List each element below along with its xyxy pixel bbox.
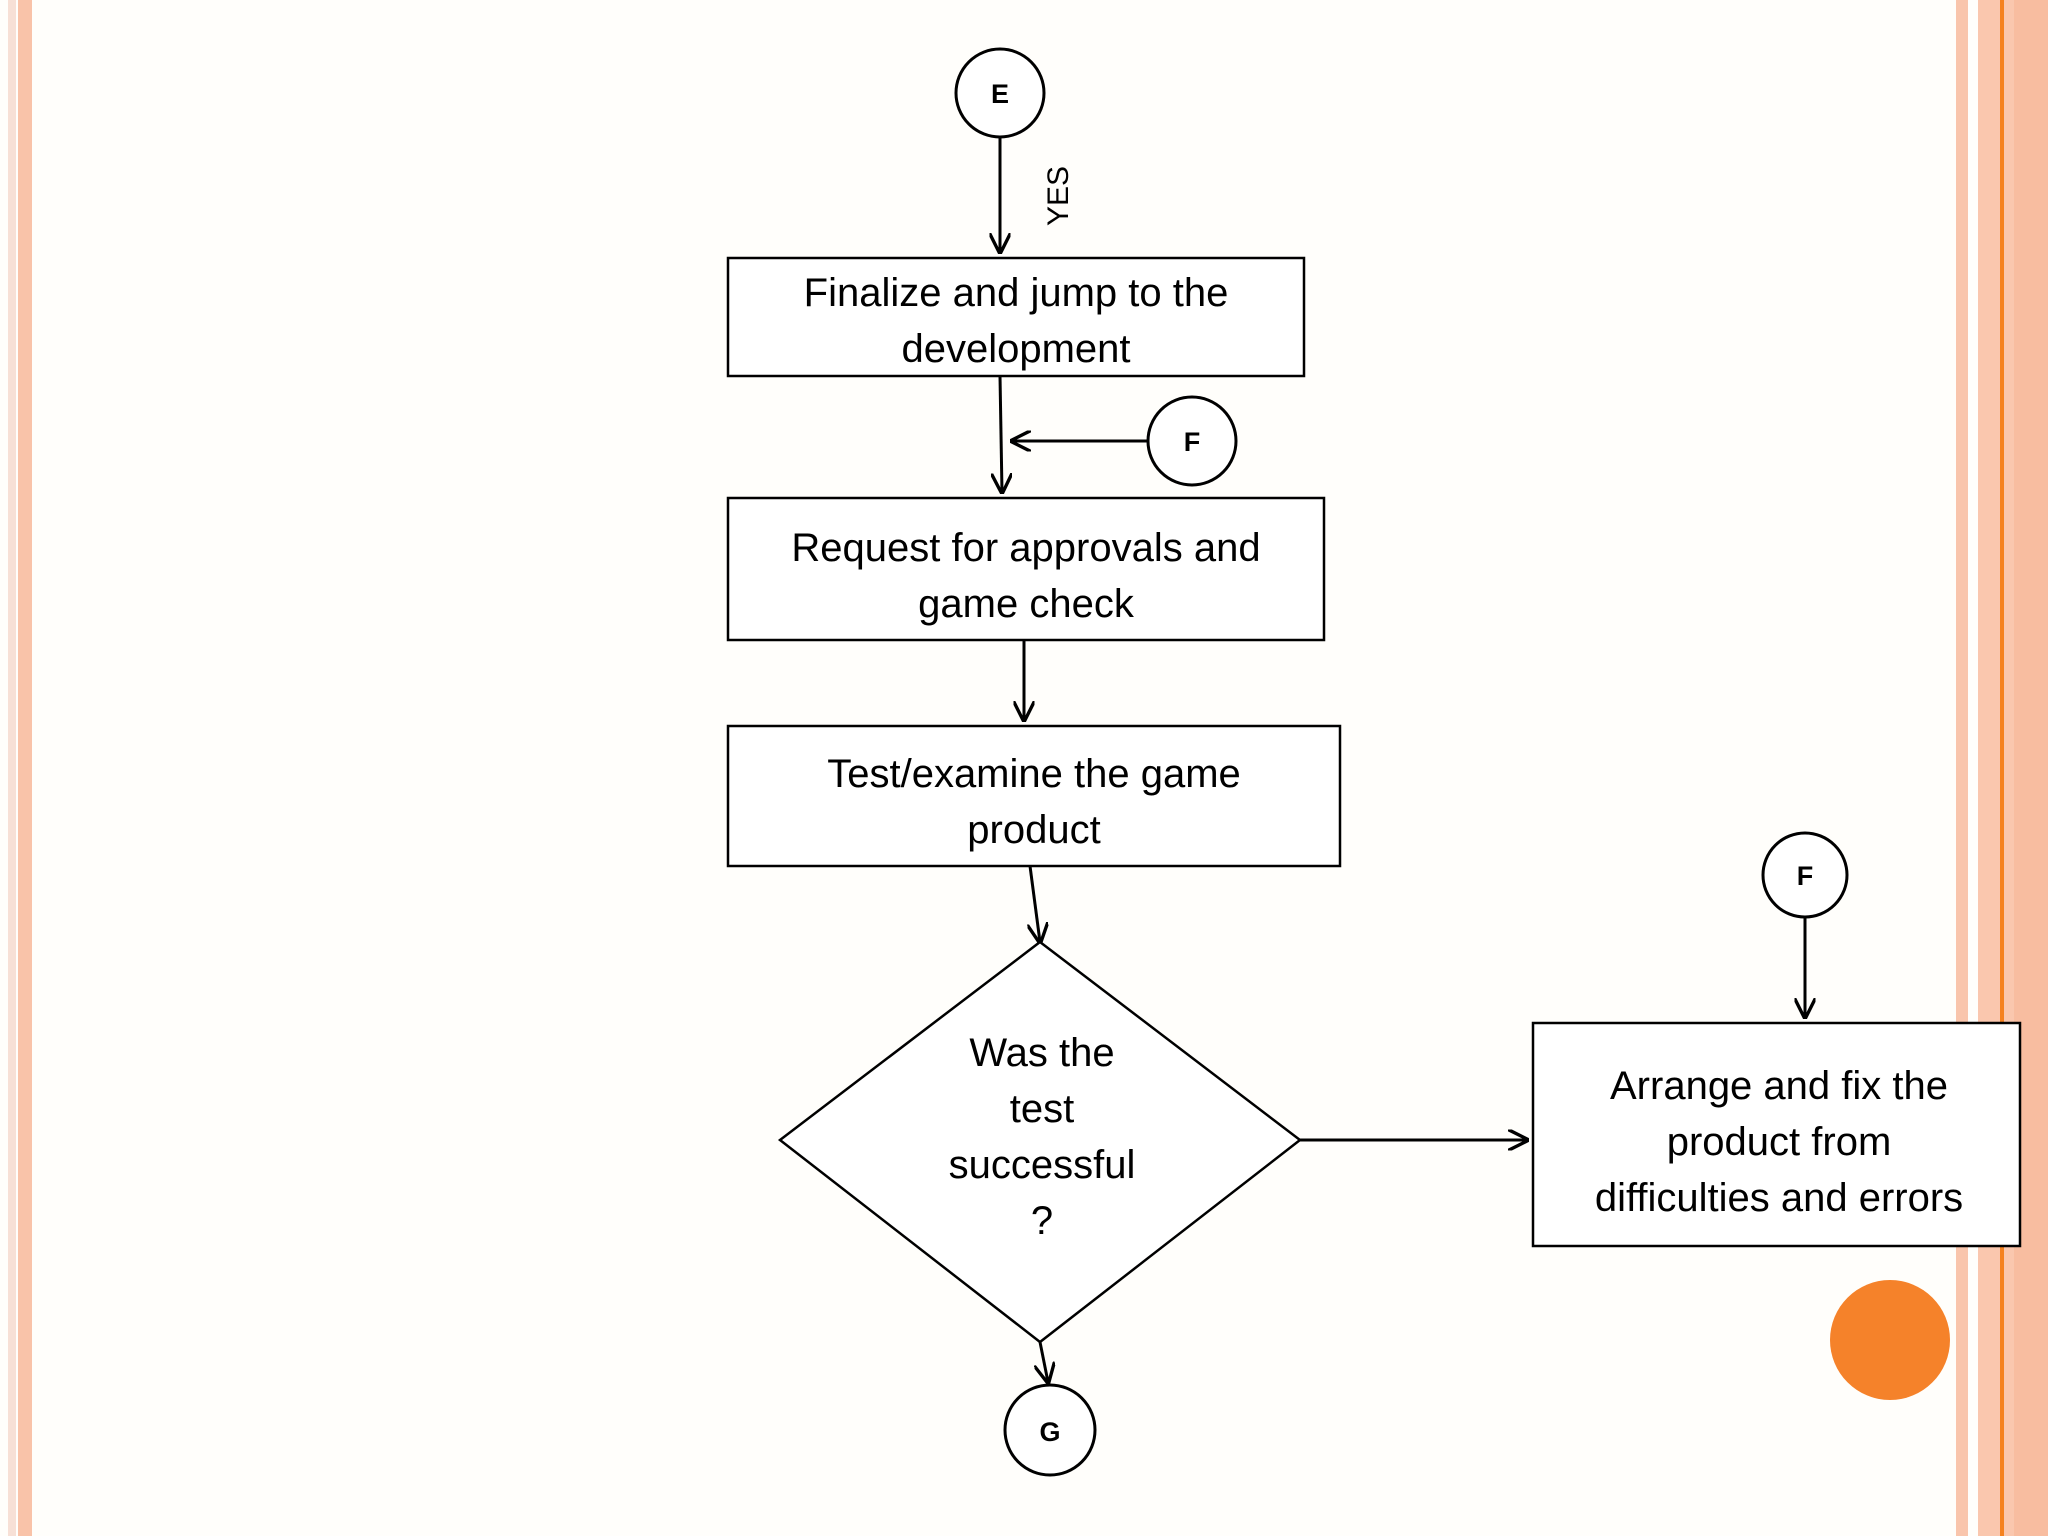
process-node-finalize[interactable]: Finalize and jump to the development [726, 256, 1306, 378]
process-box-approvals[interactable] [726, 496, 1326, 642]
connector-label-g: G [1039, 1417, 1060, 1447]
process-node-fix[interactable]: Arrange and fix the product from difficu… [1531, 1021, 2022, 1248]
connector-circle-g[interactable] [1003, 1383, 1097, 1477]
connector-node-f-right[interactable]: F [1761, 831, 1849, 919]
connector-label-f-upper: F [1184, 427, 1201, 457]
left-stripe-peach [18, 0, 32, 1536]
connector-circle-e[interactable] [954, 47, 1046, 139]
process-label-fix-line1: Arrange and fix the [1610, 1064, 1948, 1108]
process-label-approvals-line1: Request for approvals and [791, 526, 1260, 570]
process-node-test[interactable]: Test/examine the game product [726, 724, 1342, 868]
process-label-test-line2: product [967, 808, 1100, 852]
connector-circle-f-upper[interactable] [1146, 395, 1238, 487]
connector-label-e: E [991, 79, 1009, 109]
right-stripe-orange-line [2000, 0, 2004, 1536]
edge-label-yes: YES [1042, 166, 1075, 226]
decision-label-line3: successful [949, 1143, 1136, 1187]
process-label-approvals-line2: game check [918, 582, 1135, 626]
decision-label-line1: Was the [969, 1031, 1114, 1075]
decision-label-line2: test [1010, 1087, 1074, 1131]
orange-accent-dot [1830, 1280, 1950, 1400]
edge-finalize-to-approvals [1000, 375, 1002, 492]
connector-node-g[interactable]: G [1003, 1383, 1097, 1477]
process-label-fix-line3: difficulties and errors [1595, 1176, 1963, 1220]
decision-node-test-success[interactable]: Was the test successful ? [777, 940, 1303, 1344]
process-label-test-line1: Test/examine the game [827, 752, 1241, 796]
process-box-test[interactable] [726, 724, 1342, 868]
connector-node-e[interactable]: E [954, 47, 1046, 139]
process-box-finalize[interactable] [726, 256, 1306, 378]
process-node-approvals[interactable]: Request for approvals and game check [726, 496, 1326, 642]
decision-diamond[interactable] [777, 940, 1303, 1344]
connector-label-f-right: F [1797, 861, 1814, 891]
connector-circle-f-right[interactable] [1761, 831, 1849, 919]
right-stripe-deep-peach [2014, 0, 2048, 1536]
process-label-fix-line2: product from [1667, 1120, 1892, 1164]
edge-decision-to-g [1040, 1341, 1048, 1382]
process-box-fix[interactable] [1531, 1021, 2022, 1248]
edge-test-to-decision [1030, 865, 1040, 942]
decision-label-line4: ? [1031, 1199, 1053, 1243]
process-label-finalize-line1: Finalize and jump to the [804, 271, 1229, 315]
connector-node-f-upper[interactable]: F [1146, 395, 1238, 487]
process-label-finalize-line2: development [901, 327, 1130, 371]
left-stripe-pale [8, 0, 16, 1536]
